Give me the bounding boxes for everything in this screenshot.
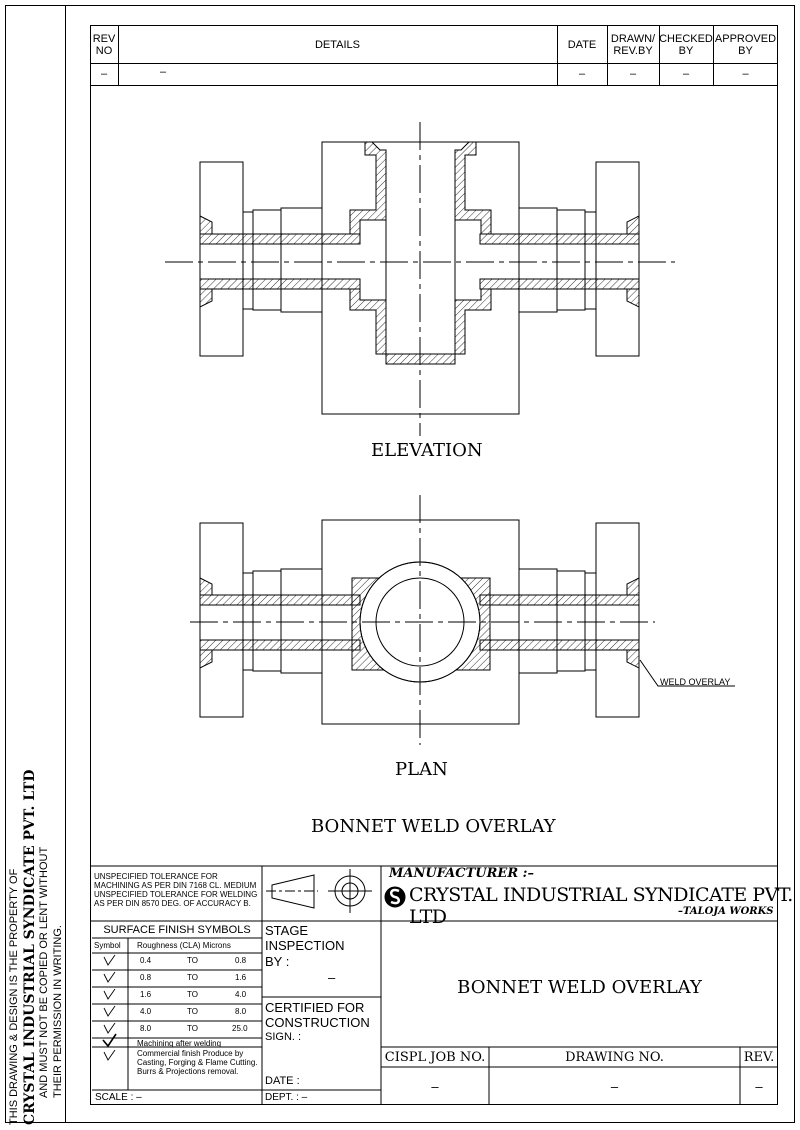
col-symbol: Symbol xyxy=(94,941,121,950)
scale-label: SCALE : – xyxy=(95,1092,142,1103)
drawing-title: BONNET WELD OVERLAY xyxy=(311,816,556,837)
row-date: – xyxy=(578,68,586,80)
company-name: CRYSTAL INDUSTRIAL SYNDICATE PVT. LTD xyxy=(409,884,793,928)
title-block-lines xyxy=(90,865,778,1105)
finish-row: 0.4 TO 0.8 xyxy=(140,956,247,965)
date-label: DATE : xyxy=(265,1075,300,1087)
finish-row: 0.8 TO 1.6 xyxy=(140,973,247,982)
plan-view xyxy=(190,495,735,745)
plan-left-flange xyxy=(199,522,244,718)
row-approved: – xyxy=(742,68,749,80)
header-checked: CHECKED BY xyxy=(659,33,713,57)
weld-overlay-callout: WELD OVERLAY xyxy=(660,677,731,687)
col-roughness: Roughness (CLA) Microns xyxy=(137,941,231,950)
outer-frame xyxy=(5,5,795,1123)
elevation-view xyxy=(165,122,675,436)
header-details: DETAILS xyxy=(314,39,361,51)
commercial-finish: Commercial finish Produce by Casting, Fo… xyxy=(137,1049,258,1076)
certified-for-construction: CERTIFIED FOR CONSTRUCTION xyxy=(265,1000,370,1030)
finish-row: 4.0 TO 8.0 xyxy=(140,1007,247,1016)
finish-symbol-icons xyxy=(102,954,117,1061)
header-rev-no: REV NO xyxy=(92,33,116,57)
title-block-title: BONNET WELD OVERLAY xyxy=(457,976,702,998)
by-value: – xyxy=(328,970,336,985)
job-no-label: CISPL JOB NO. xyxy=(384,1049,486,1065)
drawing-no-label: DRAWING NO. xyxy=(565,1049,664,1065)
projection-cone xyxy=(271,874,315,909)
row-details: – xyxy=(160,66,167,78)
tolerance-note: UNSPECIFIED TOLERANCE FOR MACHINING AS P… xyxy=(94,872,262,908)
elevation-label: ELEVATION xyxy=(371,440,483,461)
plan-label: PLAN xyxy=(395,759,448,780)
job-no-value: – xyxy=(431,1078,439,1094)
tolerance-line-4: AS PER DIN 8570 DEG. OF ACCURACY B. xyxy=(94,899,251,908)
row-checked: – xyxy=(682,68,690,80)
by-label: BY : xyxy=(265,954,290,969)
margin-line xyxy=(65,5,66,1123)
tolerance-line-2: MACHINING AS PER DIN 7168 CL. MEDIUM xyxy=(94,881,257,890)
rev-label: REV. xyxy=(743,1049,775,1065)
sign-label: SIGN. : xyxy=(265,1031,302,1043)
manufacturer-label: MANUFACTURER :– xyxy=(389,866,534,881)
plan-right-flange xyxy=(595,522,640,718)
rev-value: – xyxy=(755,1078,763,1094)
finish-row: 8.0 TO 25.0 xyxy=(140,1024,248,1033)
row-rev-no: – xyxy=(100,68,108,80)
weld-overlay-leader xyxy=(639,659,735,687)
header-drawn: DRAWN/ REV.BY xyxy=(610,33,656,57)
stage-inspection: STAGE INSPECTION xyxy=(265,923,345,953)
right-flange xyxy=(595,161,640,357)
tolerance-line-1: UNSPECIFIED TOLERANCE FOR xyxy=(94,872,218,881)
row-drawn: – xyxy=(629,68,637,80)
tolerance-line-3: UNSPECIFIED TOLERANCE FOR WELDING xyxy=(94,890,258,899)
header-approved: APPROVED BY xyxy=(714,33,777,57)
works-location: –TALOJA WORKS xyxy=(678,906,774,917)
drawing-no-value: – xyxy=(610,1078,619,1094)
surface-finish-title: SURFACE FINISH SYMBOLS xyxy=(103,924,251,936)
machining-after-welding: Machining after welding xyxy=(137,1039,222,1048)
header-date: DATE xyxy=(567,39,597,51)
dept-label: DEPT. : – xyxy=(265,1092,308,1103)
finish-row: 1.6 TO 4.0 xyxy=(140,990,247,999)
drawing-border xyxy=(90,25,778,1105)
left-flange xyxy=(199,161,244,357)
